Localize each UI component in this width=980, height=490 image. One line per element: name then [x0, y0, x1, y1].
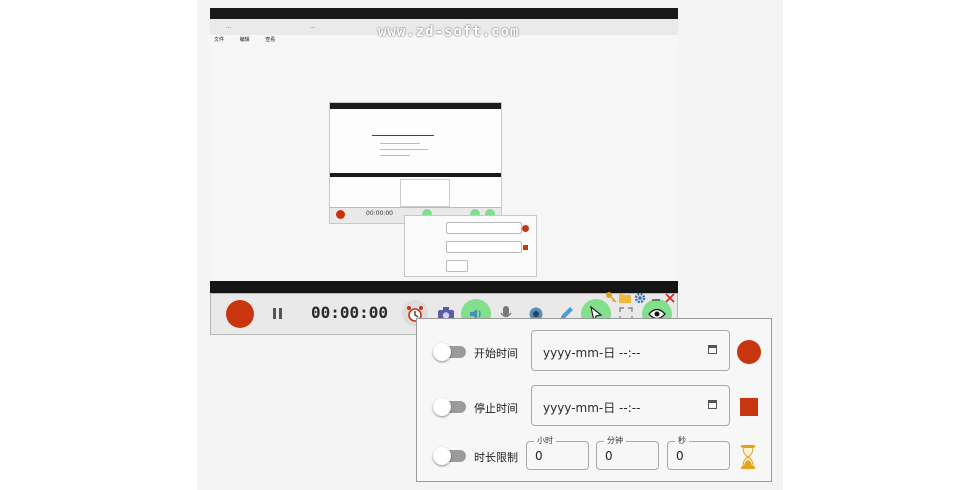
- seconds-input[interactable]: 秒 0: [667, 435, 730, 470]
- start-time-input[interactable]: yyyy-mm-日 --:--: [531, 330, 730, 371]
- preview-menu-item: 编辑: [239, 37, 250, 43]
- nested-preview: 00:00:00: [329, 102, 502, 224]
- nested-field: [446, 222, 522, 234]
- stop-time-label: 停止时间: [474, 402, 518, 415]
- watermark: www.zd-soft.com: [378, 24, 520, 40]
- minutes-input[interactable]: 分钟 0: [596, 435, 659, 470]
- nested-schedule-panel: [404, 215, 537, 277]
- record-button[interactable]: [226, 300, 254, 328]
- nested-field: [446, 260, 468, 272]
- webcam-icon[interactable]: [525, 303, 547, 325]
- minutes-label: 分钟: [604, 435, 626, 446]
- nested-field: [446, 241, 522, 253]
- duration-limit-label: 时长限制: [474, 451, 518, 464]
- close-icon[interactable]: [665, 293, 675, 305]
- start-record-icon: [737, 340, 761, 364]
- calendar-icon[interactable]: [708, 400, 717, 409]
- folder-icon[interactable]: [619, 293, 631, 305]
- nested-timer: 00:00:00: [366, 210, 393, 217]
- pause-icon: [279, 308, 282, 319]
- nested-line: [380, 143, 420, 144]
- nested-green-icon: [470, 209, 480, 219]
- speaker-icon[interactable]: [465, 303, 487, 325]
- seconds-value: 0: [676, 449, 684, 463]
- pause-button[interactable]: [270, 306, 286, 322]
- nested-line: [380, 155, 410, 156]
- hours-value: 0: [535, 449, 543, 463]
- nested-line: [380, 149, 428, 150]
- nested-titlebar: [330, 103, 501, 109]
- nested-green-icon: [485, 209, 495, 219]
- preview-tab: …: [310, 24, 315, 30]
- hours-input[interactable]: 小时 0: [526, 435, 589, 470]
- gear-icon[interactable]: [634, 292, 646, 306]
- preview-menu-item: 文件: [214, 37, 225, 43]
- preview-menu-item: 查看: [265, 37, 276, 43]
- preview-menubar: 文件 编辑 查看: [210, 35, 678, 45]
- calendar-icon[interactable]: [708, 345, 717, 354]
- toggle-knob: [433, 398, 451, 416]
- hours-label: 小时: [534, 435, 556, 446]
- preview-titlebar: [210, 8, 678, 19]
- hourglass-icon: [740, 445, 756, 473]
- pause-icon: [273, 308, 276, 319]
- start-time-placeholder: yyyy-mm-日 --:--: [543, 346, 641, 360]
- minutes-value: 0: [605, 449, 613, 463]
- stop-time-placeholder: yyyy-mm-日 --:--: [543, 401, 641, 415]
- toggle-knob: [433, 447, 451, 465]
- stop-record-icon: [740, 398, 758, 416]
- recording-timer: 00:00:00: [311, 303, 389, 322]
- preview-tab: …: [226, 24, 231, 30]
- nested-mini-panel: [400, 179, 450, 207]
- toggle-knob: [433, 343, 451, 361]
- nested-stop-icon: [523, 245, 528, 250]
- stop-time-input[interactable]: yyyy-mm-日 --:--: [531, 385, 730, 426]
- key-icon[interactable]: [605, 291, 617, 305]
- duration-limit-toggle[interactable]: [433, 447, 466, 465]
- fullscreen-icon[interactable]: [615, 303, 637, 325]
- eye-icon[interactable]: [646, 303, 668, 325]
- preview-tab: …: [400, 24, 405, 30]
- pen-icon[interactable]: [555, 303, 577, 325]
- seconds-label: 秒: [675, 435, 689, 446]
- nested-record-icon: [336, 210, 345, 219]
- stop-time-toggle[interactable]: [433, 398, 466, 416]
- nested-bar: [330, 173, 501, 177]
- cursor-icon[interactable]: [585, 303, 607, 325]
- minimize-icon[interactable]: [651, 293, 661, 305]
- nested-start-icon: [522, 225, 529, 232]
- nested-document: [372, 135, 434, 172]
- start-time-toggle[interactable]: [433, 343, 466, 361]
- preview-bottom-bar: [210, 281, 678, 293]
- start-time-label: 开始时间: [474, 347, 518, 360]
- nested-green-icon: [422, 209, 432, 219]
